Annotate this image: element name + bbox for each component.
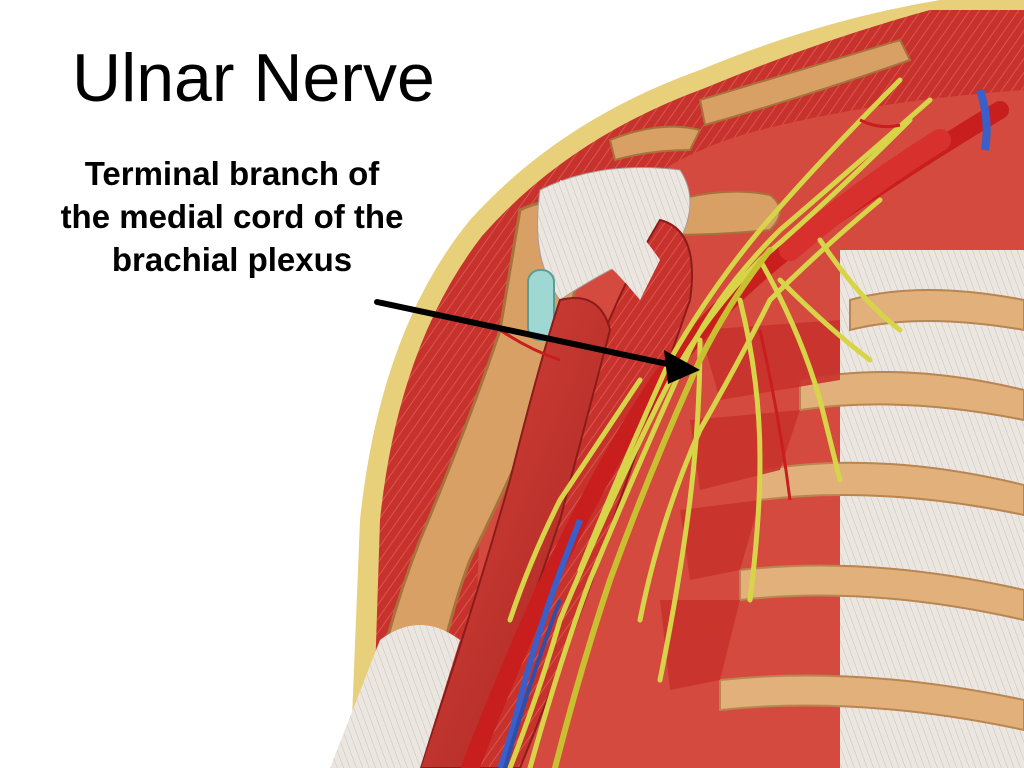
caption-line-3: brachial plexus <box>111 241 353 278</box>
arterial-branches <box>499 118 901 501</box>
rib-5 <box>719 674 1024 732</box>
subclavian-artery <box>779 129 951 261</box>
pointer-arrow-line <box>374 299 675 368</box>
ulnar-nerve <box>552 247 773 768</box>
ribs <box>719 289 1024 732</box>
pectoral-tendon <box>560 180 660 300</box>
rib-2 <box>799 371 1024 422</box>
slide-caption: Terminal branch of the medial cord of th… <box>12 152 452 281</box>
caption-line-1: Terminal branch of <box>84 155 380 192</box>
biceps-muscle <box>418 297 612 768</box>
rib-3 <box>759 461 1024 517</box>
basilic-vein <box>497 518 583 768</box>
intercostal-muscles <box>660 320 840 690</box>
slide-title: Ulnar Nerve <box>72 40 435 116</box>
acromion <box>608 125 702 162</box>
vein-small <box>503 599 562 768</box>
brachial-plexus-nerves <box>507 77 933 768</box>
caption-line-2: the medial cord of the <box>60 198 404 235</box>
rib-4 <box>739 564 1024 622</box>
clavicle <box>698 38 912 127</box>
pointer-arrow-head <box>664 350 700 384</box>
lower-tendon <box>330 625 460 768</box>
superior-vein <box>976 88 991 151</box>
